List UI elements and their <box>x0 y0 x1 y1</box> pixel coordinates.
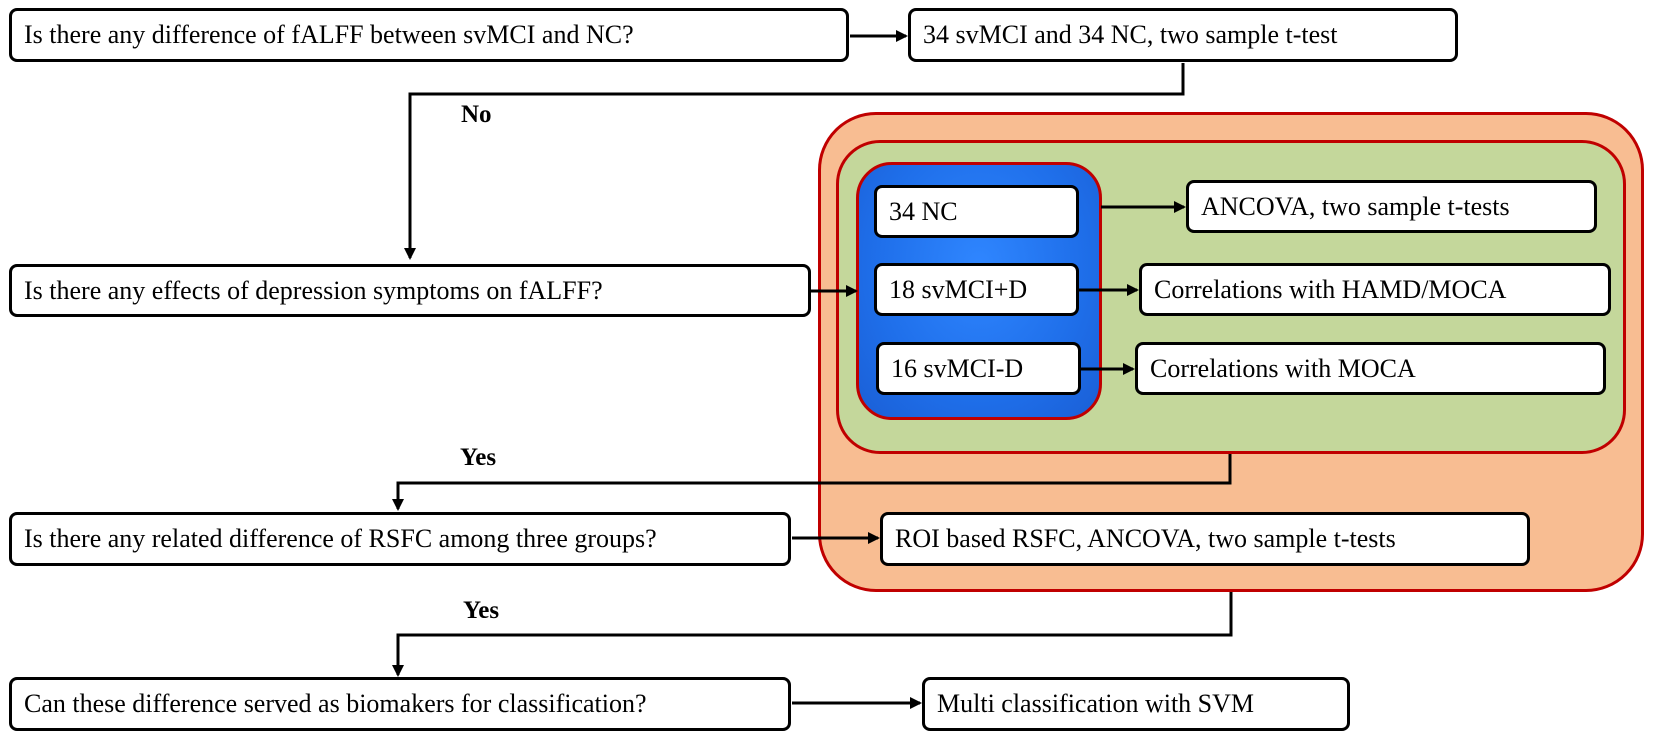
arrow-outer-q4 <box>392 592 1233 677</box>
analysis-box-svmci-minus-d: Correlations with MOCA <box>1135 342 1606 395</box>
method-box-4: Multi classification with SVM <box>922 677 1350 731</box>
analysis-box-nc: ANCOVA, two sample t-tests <box>1186 180 1597 233</box>
question-box-2: Is there any effects of depression sympt… <box>9 264 811 317</box>
method-box-3: ROI based RSFC, ANCOVA, two sample t-tes… <box>880 512 1530 566</box>
group-box-nc: 34 NC <box>874 185 1079 238</box>
question-box-3: Is there any related difference of RSFC … <box>9 512 791 566</box>
analysis-box-svmci-plus-d: Correlations with HAMD/MOCA <box>1139 263 1611 316</box>
arrow-m1-q2 <box>404 63 1185 260</box>
arrow-inner-q3 <box>392 454 1232 511</box>
group-box-svmci-minus-d: 16 svMCI-D <box>876 342 1081 395</box>
question-box-1: Is there any difference of fALFF between… <box>9 8 849 62</box>
question-box-4: Can these difference served as biomakers… <box>9 677 791 731</box>
group-box-svmci-plus-d: 18 svMCI+D <box>874 263 1079 316</box>
decision-yes-label-1: Yes <box>460 444 497 471</box>
method-box-1: 34 svMCI and 34 NC, two sample t-test <box>908 8 1458 62</box>
decision-yes-label-2: Yes <box>463 597 500 624</box>
decision-no-label: No <box>461 101 492 128</box>
